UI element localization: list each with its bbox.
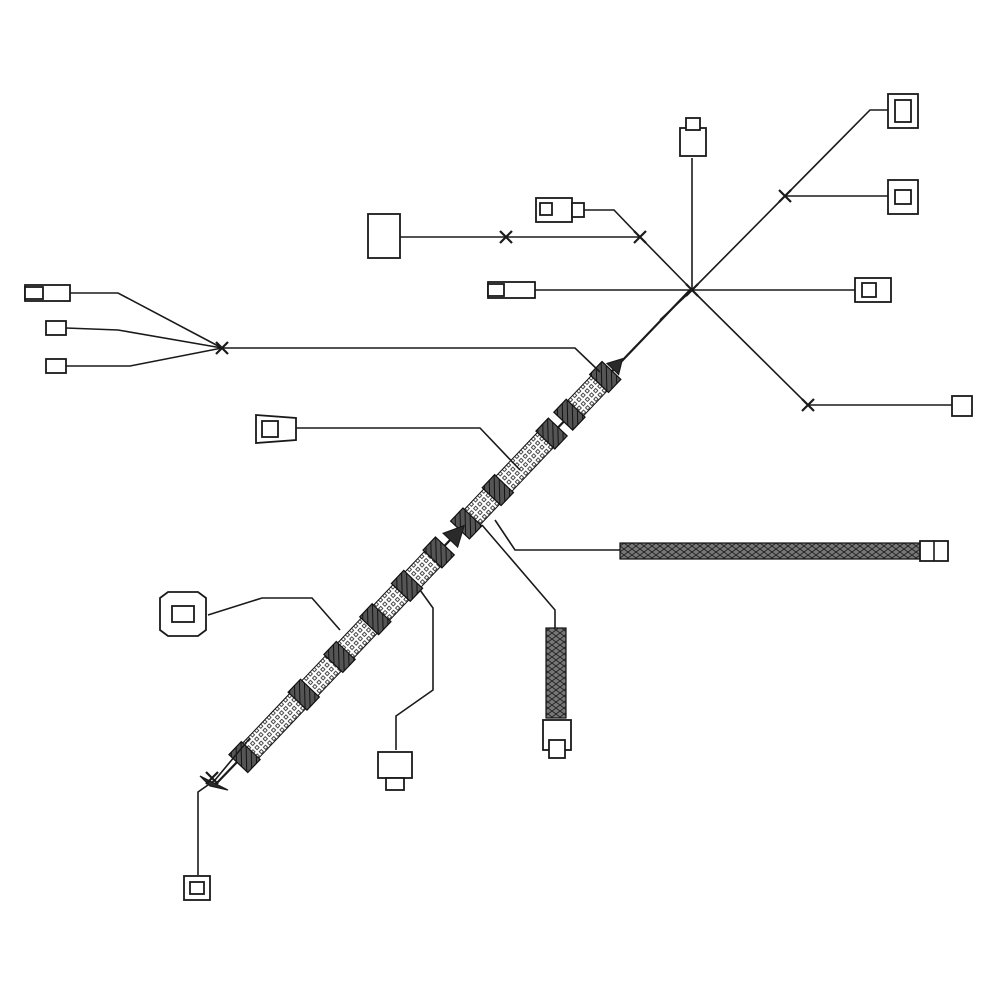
upper-mid-wire [296, 427, 521, 471]
braided-down-branch [481, 524, 572, 759]
connector-right-upper-window [894, 189, 912, 205]
hub-upper-left-splice-b [633, 230, 647, 244]
bottom-center-branch [377, 589, 434, 791]
lower-tail-wire [197, 737, 251, 875]
left-branch-wire-main [222, 347, 601, 373]
connector-left-top-cap [24, 286, 44, 300]
left-branch-wire-2 [65, 327, 223, 349]
connector-bottom-center [377, 751, 413, 779]
braided-down-wire [481, 524, 556, 628]
left-large-branch [159, 591, 341, 637]
connector-braided-down-tab [548, 739, 566, 759]
hub-center-splice-b [685, 283, 699, 297]
connector-top-center-window [685, 117, 701, 131]
connector-upper-mid-window [261, 420, 279, 438]
left-splice-branch [24, 284, 601, 374]
trunk-clip-middle [441, 524, 466, 549]
long-braided-sleeve [619, 542, 921, 560]
upper-star-hub [367, 93, 973, 417]
component-box-upper-left [367, 213, 401, 259]
bottom-center-wire [395, 589, 434, 750]
hub-lower-right-splice-b [801, 398, 815, 412]
lower-tail-clip [199, 775, 229, 791]
main-trunk [214, 289, 691, 786]
lower-tail-splice-mark-b [205, 771, 219, 785]
trunk-wrap-segment-1 [228, 740, 262, 774]
connector-bottom-center-tab [385, 777, 405, 791]
connector-upper-left-plug-tab [571, 202, 585, 218]
connector-top-right-window [894, 99, 912, 123]
left-branch-wire-1 [70, 292, 223, 349]
connector-right-lower [951, 395, 973, 417]
left-large-wire [207, 597, 341, 631]
trunk-clip-upper [605, 357, 624, 376]
lower-tail-branch [183, 737, 251, 901]
hub-upper-right-splice-b [778, 189, 792, 203]
left-splice-mark-b [215, 341, 229, 355]
hub-lower-right-wire [691, 289, 952, 406]
connector-left-large-window [171, 605, 195, 623]
connector-hub-left-cap [487, 283, 505, 297]
upper-mid-branch [255, 414, 521, 471]
connector-upper-left-plug-window [539, 202, 553, 216]
hub-box-splice-b [499, 230, 513, 244]
trunk-wrap-segment-6 [422, 536, 456, 569]
braided-down-sleeve [545, 627, 567, 719]
connector-top-center [679, 127, 707, 157]
hub-upper-left-branch [584, 209, 641, 238]
connector-left-bottom [45, 358, 67, 374]
hub-upper-left-wire [400, 236, 693, 291]
long-braided-wire [494, 519, 620, 551]
connector-bottom-left-window [189, 881, 205, 895]
connector-right-middle-window [861, 282, 877, 298]
connector-left-middle [45, 320, 67, 336]
trunk-tape-segment-1 [241, 692, 307, 760]
long-braided-branch [494, 519, 949, 562]
trunk-tape-segment-7 [495, 431, 555, 492]
left-branch-wire-3 [66, 347, 223, 367]
hub-upper-right-wire [691, 109, 888, 291]
trunk-wrap-segment-9 [535, 417, 569, 450]
